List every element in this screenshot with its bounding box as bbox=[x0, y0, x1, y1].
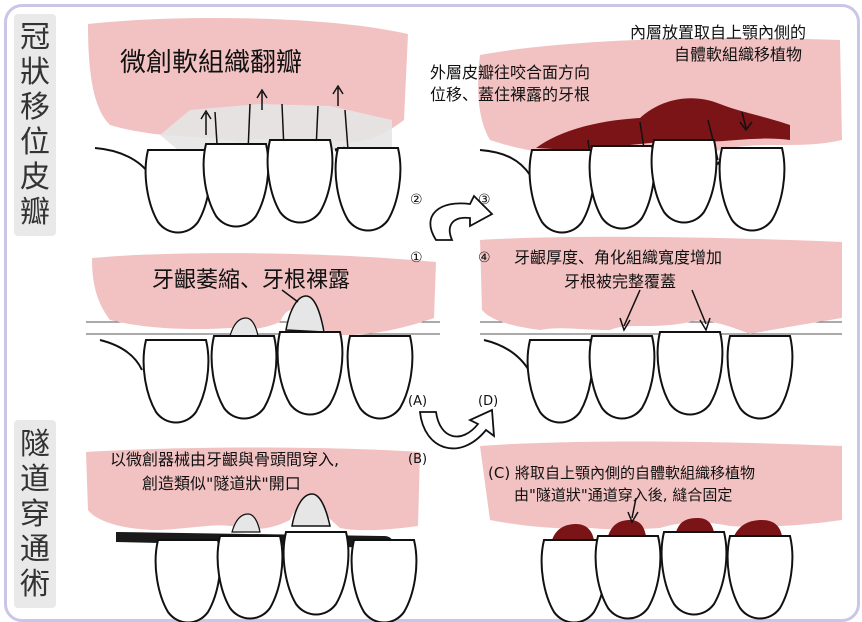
step-marker-4: ④ bbox=[478, 250, 491, 266]
outer-flap-line: 位移、蓋住裸露的牙根 bbox=[430, 84, 590, 106]
lip-line bbox=[480, 150, 530, 175]
tunnel-line: 創造類似"隧道狀"開口 bbox=[110, 472, 339, 496]
tunnel-label: 以微創器械由牙齦與骨頭間穿入, 創造類似"隧道狀"開口 bbox=[110, 448, 339, 496]
recession-label: 牙齦萎縮、牙根裸露 bbox=[152, 262, 350, 294]
tunnel-graft-label: (C) 將取自上顎內側的自體軟組織移植物 由"隧道狀"通道穿入後, 縫合固定 bbox=[488, 462, 755, 506]
outer-flap-line: 外層皮瓣往咬合面方向 bbox=[430, 62, 590, 84]
step-marker-A: (A) bbox=[408, 394, 427, 409]
result-line: 牙根被完整覆蓋 bbox=[514, 270, 722, 294]
cycle-arrow-bottom bbox=[420, 410, 494, 448]
tunnel-graft-line: 由"隧道狀"通道穿入後, 縫合固定 bbox=[488, 484, 755, 506]
step-marker-D: (D) bbox=[478, 394, 498, 409]
inner-layer-line: 自體軟組織移植物 bbox=[630, 44, 806, 66]
inner-layer-line: 內層放置取自上顎內側的 bbox=[630, 22, 806, 44]
flap-title: 微創軟組織翻瓣 bbox=[120, 42, 302, 79]
lip-line bbox=[484, 340, 530, 372]
inner-layer-label: 內層放置取自上顎內側的 自體軟組織移植物 bbox=[630, 22, 806, 66]
lip-line bbox=[100, 340, 142, 370]
step-marker-1: ① bbox=[410, 250, 423, 266]
outer-flap-label: 外層皮瓣往咬合面方向 位移、蓋住裸露的牙根 bbox=[430, 62, 590, 106]
result-line: 牙齦厚度、角化組織寬度增加 bbox=[514, 246, 722, 270]
tunnel-graft-line: (C) 將取自上顎內側的自體軟組織移植物 bbox=[488, 462, 755, 484]
tunnel-line: 以微創器械由牙齦與骨頭間穿入, bbox=[110, 448, 339, 472]
step-marker-3: ③ bbox=[478, 192, 491, 208]
step-marker-B: (B) bbox=[408, 452, 427, 467]
lip-line bbox=[95, 148, 150, 175]
result-label: 牙齦厚度、角化組織寬度增加 牙根被完整覆蓋 bbox=[514, 246, 722, 294]
step-marker-2: ② bbox=[410, 192, 423, 208]
